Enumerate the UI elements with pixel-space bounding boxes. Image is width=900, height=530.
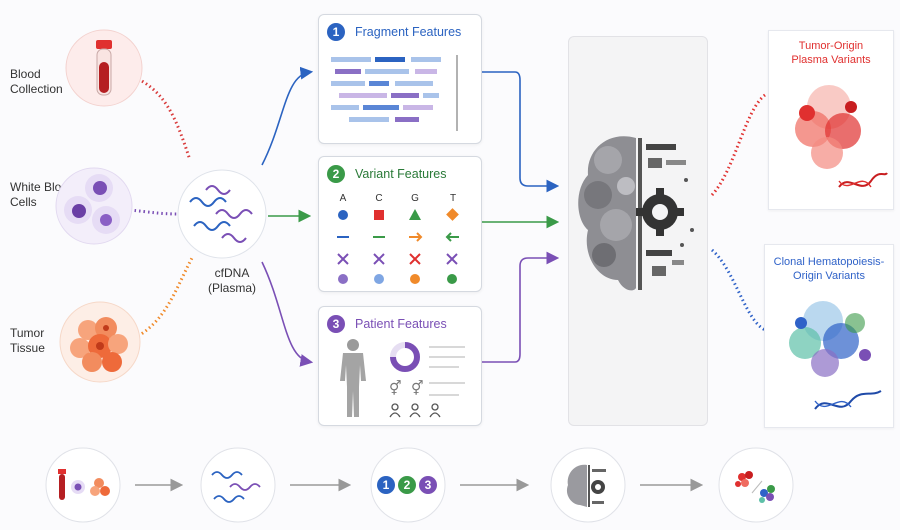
cfdna-icon: [177, 169, 267, 259]
ai-brain-icon: [578, 136, 694, 291]
tumor-output-stream: [710, 93, 766, 197]
human-body-icon: [340, 339, 366, 417]
variant-features-header: 2 Variant Features: [327, 165, 446, 183]
ch-variant-cluster-graphic: [789, 301, 882, 410]
arrow-to-fragment: [261, 66, 314, 166]
variant-features-panel: 2 Variant Features A C G T: [318, 156, 482, 292]
tumor-variant-cluster-graphic: [795, 85, 888, 188]
fragment-to-model: [482, 71, 560, 193]
patient-features-panel: 3 Patient Features ⚥ ⚥: [318, 306, 482, 426]
tumor-origin-title: Tumor-Origin Plasma Variants: [791, 40, 871, 66]
blood-stream: [129, 73, 192, 161]
ch-origin-output-box: Clonal Hematopoiesis- Origin Variants: [764, 244, 894, 428]
panel-number-badge: 1: [327, 23, 345, 41]
workflow-step-cfdna-icon: [200, 447, 276, 523]
base-a-label: A: [339, 193, 347, 204]
workflow-badge-1: 1: [377, 476, 395, 494]
workflow-step-sources-icon: [45, 447, 121, 523]
arrow-to-patient: [261, 261, 314, 367]
variant-symbol-grid: [337, 208, 459, 284]
panel-title: Variant Features: [355, 167, 447, 181]
base-g-label: G: [411, 193, 419, 204]
white-blood-cells-icon: [55, 167, 133, 245]
workflow-badge-2: 2: [398, 476, 416, 494]
tumor-tissue-icon: [59, 301, 141, 383]
tumor-tissue-label: Tumor Tissue: [10, 326, 45, 355]
fragment-features-header: 1 Fragment Features: [327, 23, 461, 41]
tumor-origin-output-box: Tumor-Origin Plasma Variants: [768, 30, 894, 210]
blood-tube-icon: [65, 29, 143, 107]
workflow-step-model-icon: [550, 447, 626, 523]
patient-to-model: [482, 251, 560, 363]
ch-output-stream: [710, 248, 766, 332]
workflow-badge-3: 3: [419, 476, 437, 494]
workflow-step-output-icon: [718, 447, 794, 523]
wbc-stream: [129, 208, 179, 216]
fragment-features-panel: 1 Fragment Features: [318, 14, 482, 144]
fragment-reads-graphic: [331, 55, 458, 131]
ch-origin-title: Clonal Hematopoiesis- Origin Variants: [773, 256, 885, 282]
panel-title: Patient Features: [355, 317, 447, 331]
blood-collection-label: Blood Collection: [10, 67, 63, 96]
base-t-label: T: [449, 193, 457, 204]
patient-features-header: 3 Patient Features: [327, 315, 447, 333]
panel-title: Fragment Features: [355, 25, 462, 39]
cfdna-label: cfDNA (Plasma): [207, 266, 256, 295]
base-c-label: C: [375, 193, 383, 204]
white-blood-cells-label: White Blood Cells: [10, 180, 75, 209]
svg-text:⚥: ⚥: [389, 380, 402, 397]
panel-number-badge: 3: [327, 315, 345, 333]
panel-number-badge: 2: [327, 165, 345, 183]
svg-text:⚥: ⚥: [411, 380, 424, 397]
patient-demographics-graphic: ⚥ ⚥: [389, 342, 465, 418]
